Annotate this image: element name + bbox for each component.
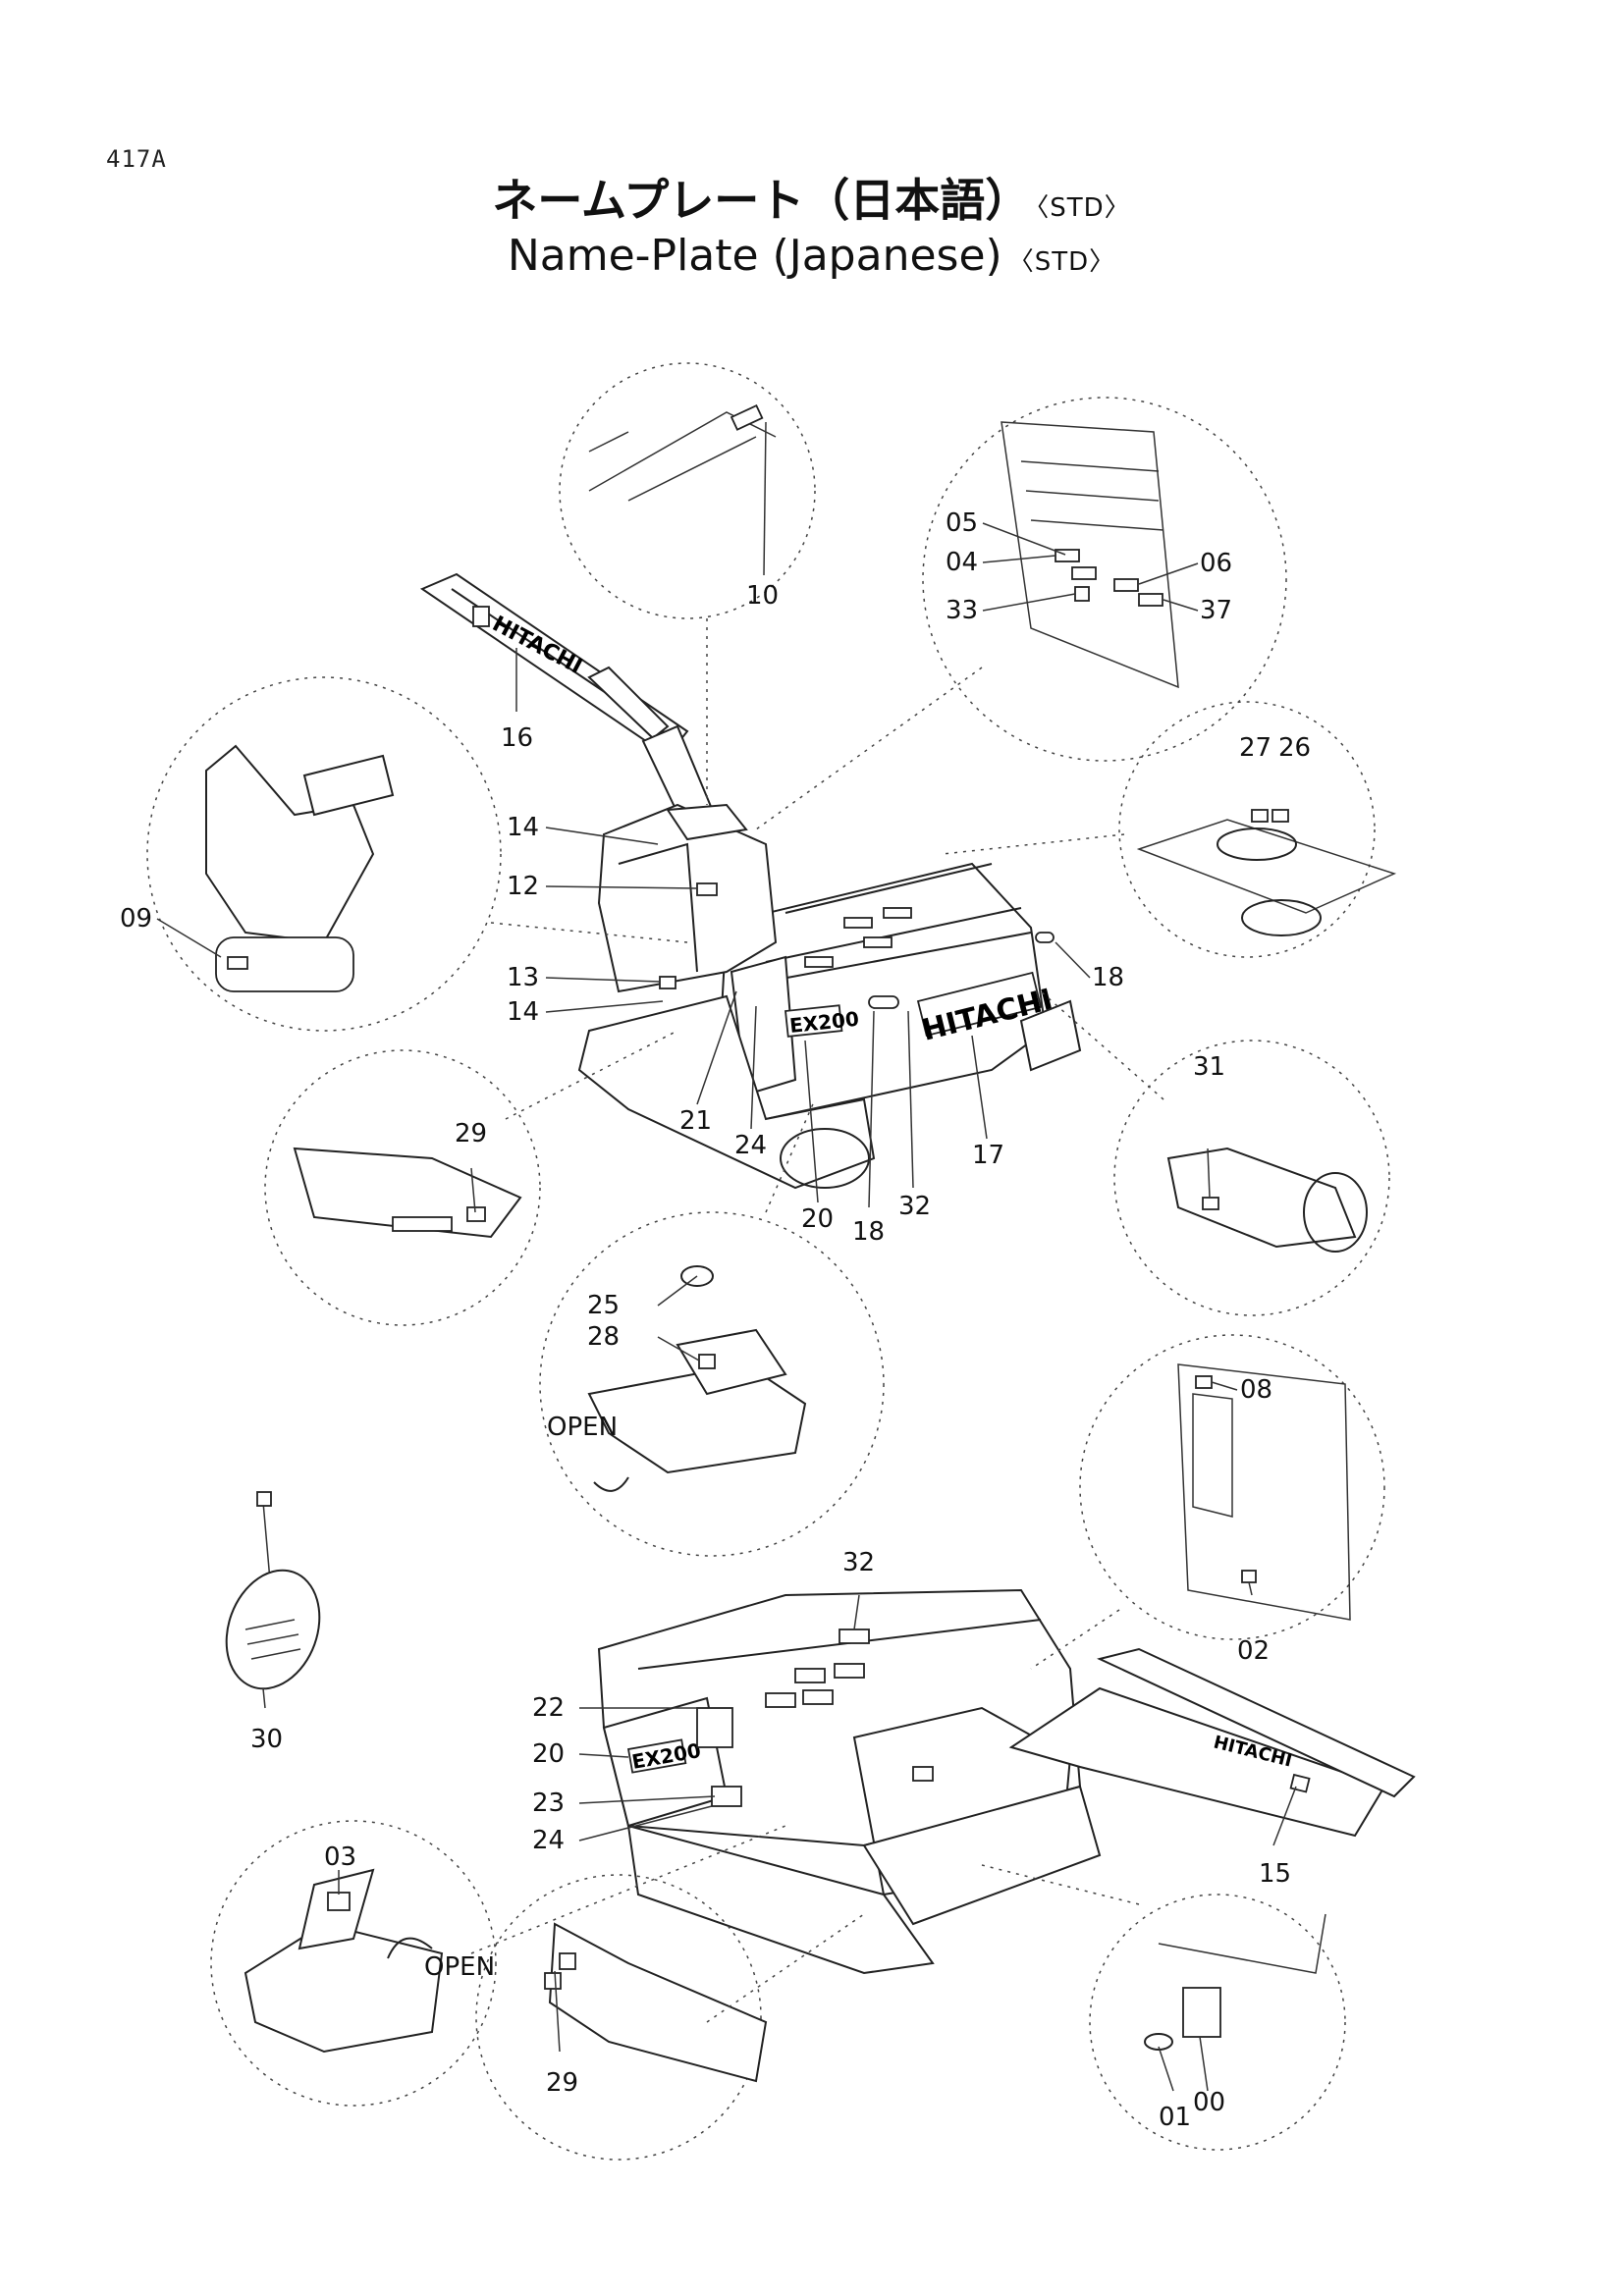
cab-plate-13 <box>659 976 676 989</box>
callout-20-lower: 20 <box>532 1739 565 1769</box>
callout-06: 06 <box>1200 549 1232 578</box>
callout-32-upper: 32 <box>898 1192 931 1221</box>
open-label-lower: OPEN <box>424 1952 495 1982</box>
detail-circle-cab-window <box>922 397 1287 762</box>
callout-13: 13 <box>507 963 539 992</box>
title-jp-text: ネームプレート（日本語） <box>492 174 1031 227</box>
leader-lines <box>470 618 1164 2023</box>
callout-08: 08 <box>1240 1375 1272 1405</box>
callout-37: 37 <box>1200 596 1232 625</box>
callout-05: 05 <box>946 508 978 538</box>
open-arrow-lower-icon <box>387 1937 433 1959</box>
lower-excavator-illustration: EX200 HITACHI <box>597 1588 1416 1975</box>
detail-circle-29-upper <box>264 1049 541 1326</box>
callout-16: 16 <box>501 723 533 753</box>
open-arrow-battery-icon <box>593 1476 629 1492</box>
detail-circle-door <box>1079 1334 1385 1640</box>
callout-01: 01 <box>1159 2103 1191 2132</box>
boom-hitachi-text: HITACHI <box>488 612 586 679</box>
callout-10: 10 <box>746 581 779 611</box>
callout-23: 23 <box>532 1789 565 1818</box>
upper-excavator-illustration: HITACHI HITACHI EX200 <box>419 572 1082 1190</box>
page-code: 417A <box>106 145 167 173</box>
page-title-japanese: ネームプレート（日本語）〈STD〉 <box>0 165 1623 230</box>
open-label-battery: OPEN <box>547 1413 618 1442</box>
callout-09: 09 <box>120 904 152 934</box>
callout-18-right: 18 <box>1092 963 1124 992</box>
callout-29-lower: 29 <box>546 2068 578 2098</box>
page-title-english: Name-Plate (Japanese)〈STD〉 <box>0 231 1623 281</box>
callout-17: 17 <box>972 1141 1004 1170</box>
std-tag-en: 〈STD〉 <box>1007 247 1116 277</box>
callout-numbers: 10 05 04 33 06 37 16 14 12 09 13 14 21 2… <box>120 508 1311 2132</box>
callout-26: 26 <box>1278 733 1311 763</box>
callout-leaders <box>156 421 1297 2092</box>
detail-circle-09 <box>146 676 502 1032</box>
detail-circle-31 <box>1113 1040 1390 1316</box>
callout-22: 22 <box>532 1693 565 1723</box>
callout-31: 31 <box>1193 1052 1225 1082</box>
detail-circle-fuel-cap <box>1118 701 1397 958</box>
detail-circle-10 <box>559 362 816 619</box>
callout-18-front: 18 <box>852 1217 885 1247</box>
callout-27: 27 <box>1239 733 1271 763</box>
callout-20-upper: 20 <box>801 1204 834 1234</box>
callout-24-upper: 24 <box>734 1131 767 1160</box>
callout-15: 15 <box>1259 1859 1291 1889</box>
callout-02: 02 <box>1237 1636 1270 1666</box>
callout-12: 12 <box>507 872 539 901</box>
std-tag-jp: 〈STD〉 <box>1036 193 1131 223</box>
callout-28: 28 <box>587 1322 620 1352</box>
callout-30: 30 <box>250 1725 283 1754</box>
title-en-text: Name-Plate (Japanese) <box>507 231 1002 281</box>
callout-24-lower: 24 <box>532 1826 565 1855</box>
callout-00: 00 <box>1193 2088 1225 2117</box>
callout-32-lower: 32 <box>842 1548 875 1577</box>
boom-plate-16 <box>472 606 490 627</box>
callout-14-top: 14 <box>507 813 539 842</box>
tag-item-30 <box>225 1491 321 1690</box>
callout-21: 21 <box>679 1106 712 1136</box>
callout-03: 03 <box>324 1842 356 1872</box>
detail-circle-battery <box>539 1211 885 1557</box>
callout-04: 04 <box>946 548 978 577</box>
detail-circle-29-lower <box>475 1874 768 2161</box>
cab-plate-12 <box>696 882 718 896</box>
callout-29-upper: 29 <box>455 1119 487 1148</box>
detail-circle-00-01 <box>1089 1894 1346 2151</box>
callout-25: 25 <box>587 1291 620 1320</box>
callout-33: 33 <box>946 596 978 625</box>
callout-14-bottom: 14 <box>507 997 539 1027</box>
